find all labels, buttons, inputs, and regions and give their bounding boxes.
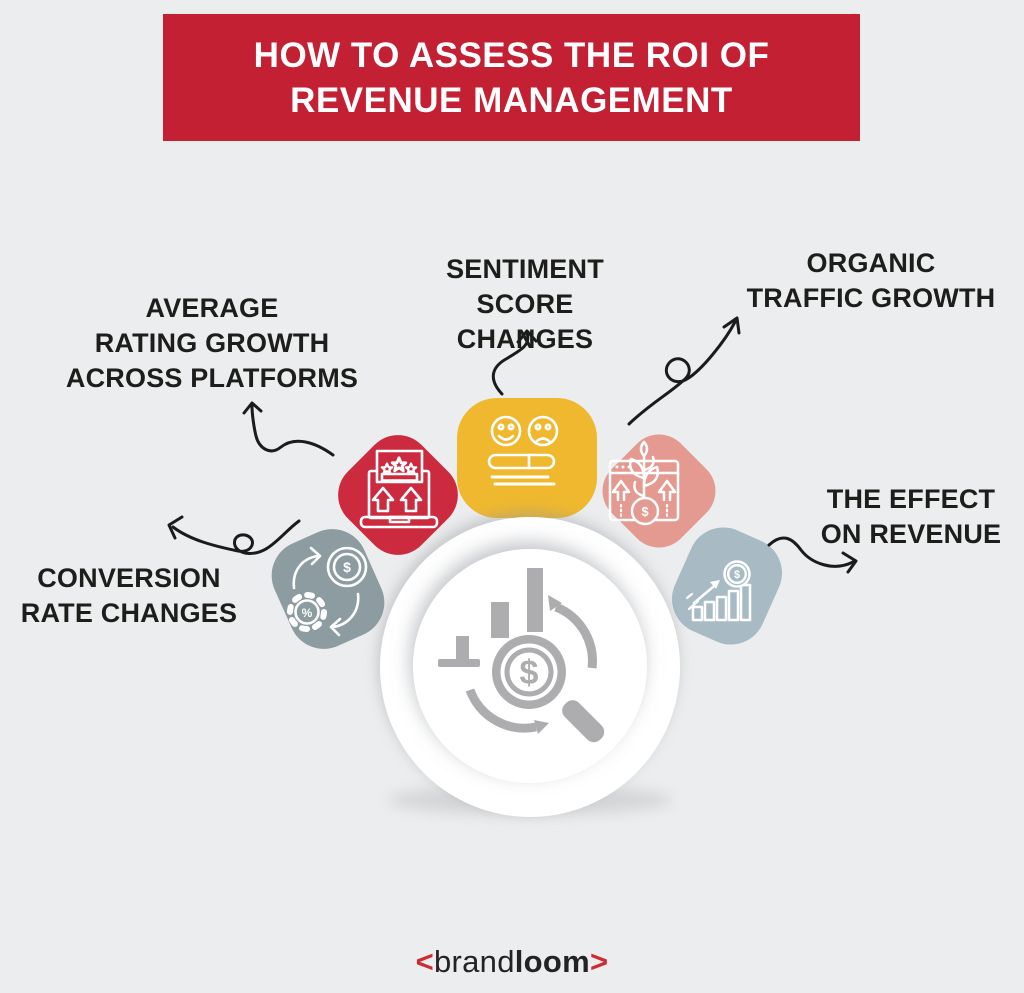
label-line: THE EFFECT — [826, 484, 996, 514]
label-line: SENTIMENT — [446, 254, 604, 284]
svg-text:$: $ — [343, 559, 351, 575]
svg-text:%: % — [302, 606, 313, 620]
brand-logo: <brandloom> — [0, 944, 1024, 980]
arrow-to-effect-label — [767, 536, 858, 574]
brand-name-bold: loom — [514, 944, 591, 979]
title-line-2: REVENUE MANAGEMENT — [290, 80, 733, 120]
rating-laptop-icon — [359, 449, 439, 529]
label-line: RATE CHANGES — [20, 598, 238, 628]
label-line: ORGANIC — [806, 248, 936, 278]
svg-text:$: $ — [641, 504, 649, 519]
svg-text:$: $ — [734, 569, 740, 581]
label-sentiment-score-changes: SENTIMENT SCORE CHANGES — [405, 252, 645, 357]
brand-name-regular: brand — [433, 944, 515, 979]
arrow-to-rating-label — [242, 401, 335, 457]
label-line: AVERAGE — [145, 293, 279, 323]
label-line: TRAFFIC GROWTH — [746, 283, 996, 313]
sentiment-faces-icon — [487, 415, 559, 486]
label-effect-on-revenue: THE EFFECT ON REVENUE — [799, 482, 1023, 552]
arrow-to-sentiment-label — [491, 329, 538, 396]
label-line: CONVERSION — [37, 563, 221, 593]
title-line-1: HOW TO ASSESS THE ROI OF — [253, 35, 770, 75]
revenue-chart-icon: $ — [685, 560, 752, 622]
revenue-analysis-magnifier-icon: $ — [438, 568, 605, 743]
petal-rating — [338, 435, 458, 555]
label-organic-traffic-growth: ORGANIC TRAFFIC GROWTH — [746, 246, 996, 316]
label-line: ACROSS PLATFORMS — [65, 363, 359, 393]
label-line: RATING GROWTH — [94, 328, 330, 358]
petal-sentiment — [457, 398, 597, 518]
title-banner: HOW TO ASSESS THE ROI OF REVENUE MANAGEM… — [163, 14, 860, 141]
label-line: ON REVENUE — [820, 519, 1002, 549]
label-average-rating-growth: AVERAGE RATING GROWTH ACROSS PLATFORMS — [57, 291, 367, 396]
label-line: SCORE CHANGES — [456, 289, 594, 354]
arrow-to-conversion-label — [167, 515, 301, 555]
svg-text:$: $ — [520, 654, 539, 692]
conversion-cycle-icon: $ % — [287, 546, 368, 637]
petal-effect — [671, 527, 783, 645]
organic-growth-icon: $ — [608, 440, 680, 526]
arrow-to-organic-label — [627, 316, 741, 426]
open-chevron-icon: < — [415, 944, 434, 979]
label-conversion-rate-changes: CONVERSION RATE CHANGES — [9, 561, 249, 631]
close-chevron-icon: > — [590, 944, 609, 979]
